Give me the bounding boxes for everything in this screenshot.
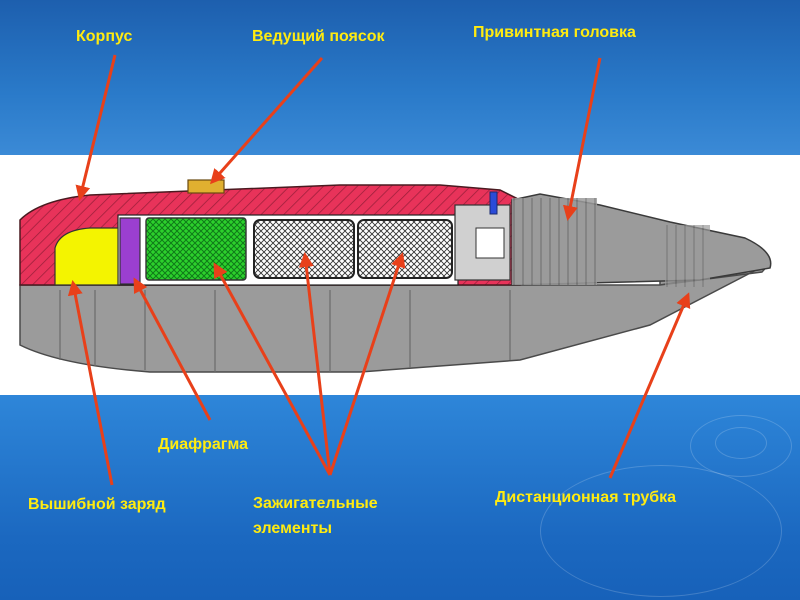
- body-ring-lines: [59, 290, 511, 372]
- incendiary-element-2: [253, 219, 355, 279]
- arrow-incendiary-2: [298, 252, 332, 476]
- ripple-decoration: [690, 415, 792, 477]
- fuze-insert-slot: [475, 227, 505, 259]
- diaphragm-part: [119, 217, 141, 285]
- ejection-charge: [54, 227, 119, 286]
- incendiary-element-3: [357, 219, 453, 279]
- blue-pin: [489, 191, 498, 215]
- label-driving-belt: Ведущий поясок: [252, 28, 385, 45]
- label-incendiary-line1: Зажигательные: [253, 495, 378, 512]
- background-top: [0, 0, 800, 155]
- label-ejection-charge: Вышибной заряд: [28, 496, 166, 513]
- fuze-tube-threads: [665, 225, 710, 287]
- label-incendiary-line2: элементы: [253, 520, 332, 537]
- arrows: [67, 54, 691, 486]
- screw-head-threads: [512, 198, 597, 285]
- arrow-incendiary-3: [328, 252, 406, 476]
- label-fuze-tube: Дистанционная трубка: [495, 489, 677, 506]
- label-screw-head: Привинтная головка: [473, 24, 636, 41]
- arrow-belt: [210, 57, 324, 185]
- ripple-decoration: [715, 427, 767, 459]
- arrow-head: [562, 57, 602, 221]
- arrow-incendiary-1: [213, 262, 332, 476]
- background-bottom: [0, 395, 800, 600]
- arrow-diaphragm: [133, 277, 212, 421]
- incendiary-element-green: [145, 217, 247, 281]
- arrow-korpus: [75, 54, 117, 201]
- label-korpus: Корпус: [76, 28, 133, 45]
- label-diaphragm: Диафрагма: [158, 436, 248, 453]
- ripple-decoration: [540, 465, 782, 597]
- arrow-fuze: [608, 292, 691, 479]
- arrow-charge: [67, 280, 114, 486]
- driving-band: [187, 179, 225, 194]
